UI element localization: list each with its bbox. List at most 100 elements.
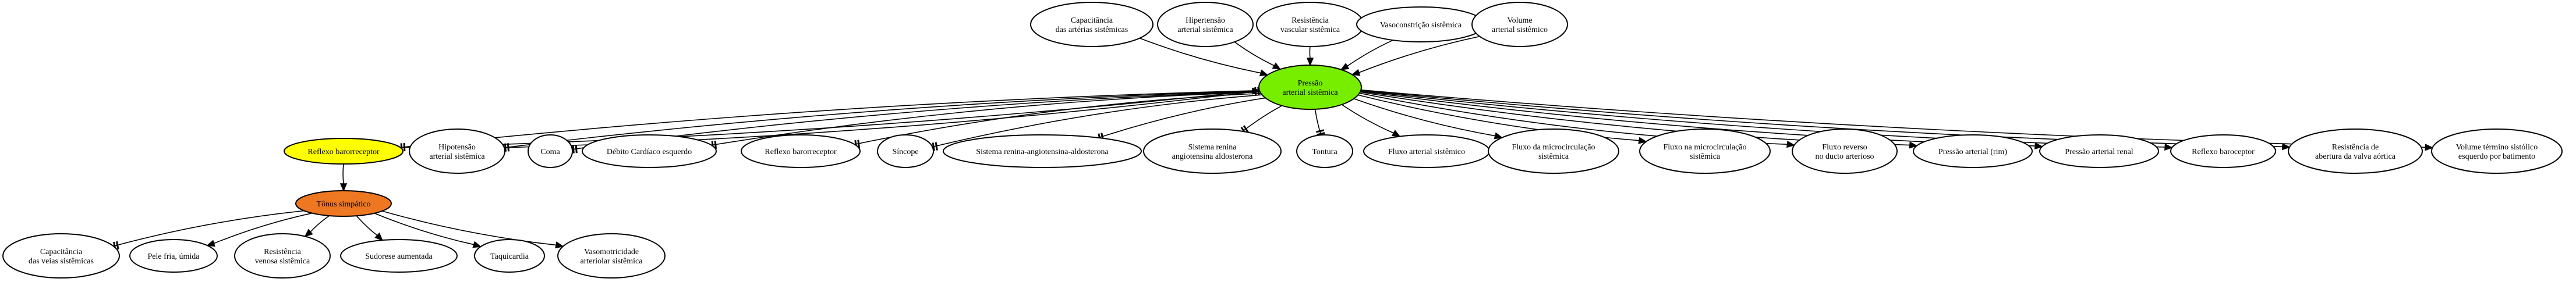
node-label: Fluxo da microcirculação — [1512, 143, 1595, 152]
node-label: Reflexo baroceptor — [2192, 148, 2255, 156]
node-ellipse — [340, 239, 458, 273]
node-label: Volume — [1507, 16, 1532, 25]
edge-tonus-to-pele — [206, 212, 313, 247]
node-label: Sistema renina — [1188, 143, 1237, 152]
edge-line — [374, 213, 475, 245]
inhibit-bar — [857, 140, 861, 148]
node-label: Síncope — [892, 148, 918, 156]
node-ellipse — [1143, 128, 1282, 174]
node-ellipse — [2170, 134, 2276, 168]
edge-pressao-to-reflexo-baroc — [1360, 90, 2174, 151]
node-reflexo-baro-w: Reflexo barorreceptor — [741, 134, 861, 168]
node-ellipse — [582, 134, 717, 168]
node-label: Volume término sistólico — [2456, 143, 2538, 152]
arrow-head — [2425, 144, 2434, 151]
node-ellipse — [877, 134, 934, 168]
node-ellipse — [409, 128, 505, 174]
node-reflexo-baroc: Reflexo baroceptor — [2170, 134, 2276, 168]
node-ellipse — [1488, 128, 1619, 174]
arrow-head — [1351, 69, 1361, 76]
node-label: Coma — [540, 148, 560, 156]
node-label: Hipotensão — [438, 143, 476, 152]
node-debito: Débito Cardíaco esquerdo — [582, 134, 717, 168]
node-label: Vasomotricidade — [584, 248, 639, 256]
edge-line — [1234, 41, 1275, 66]
edge-line — [504, 90, 1260, 148]
node-label: Tontura — [1312, 148, 1337, 156]
arrow-head — [339, 183, 348, 192]
edge-vasoconstr-to-pressao — [1340, 40, 1393, 70]
node-label: Vasoconstrição sistêmica — [1380, 21, 1462, 30]
edge-line — [711, 91, 1261, 146]
node-ellipse — [2039, 134, 2159, 168]
arrow-head — [2034, 142, 2044, 150]
inhibit-bar — [932, 142, 935, 151]
node-ellipse — [1792, 128, 1898, 174]
node-label: Tônus simpático — [317, 200, 371, 209]
inhibit-bar — [1317, 132, 1325, 136]
edge-line — [1353, 98, 1496, 137]
edge-pressao-to-sincope — [932, 94, 1262, 151]
edge-line — [342, 163, 344, 184]
node-ellipse — [557, 233, 666, 279]
node-label: Resistência de — [2332, 143, 2379, 152]
arrow-head — [1494, 132, 1503, 140]
edge-line — [1341, 104, 1394, 134]
node-label: Sudorese aumentada — [365, 252, 433, 261]
node-coma: Coma — [528, 134, 573, 168]
arrow-head — [374, 232, 384, 241]
node-label: Pele fria, úmida — [147, 252, 200, 261]
edge-line — [1139, 37, 1261, 74]
edge-line — [1314, 109, 1322, 135]
node-label: esquerdo por batimento — [2458, 152, 2535, 161]
node-label: sistêmica — [1690, 152, 1721, 161]
node-label: Sistema renina-angiotensina-aldosterona — [976, 148, 1109, 156]
arrow-head — [1786, 141, 1796, 148]
edge-line — [1098, 97, 1266, 138]
edge-tonus-to-resist-ven — [304, 215, 330, 237]
edge-line — [1347, 40, 1393, 67]
node-ellipse — [1030, 2, 1153, 47]
node-pressao-rim: Pressão arterial (rim) — [1913, 134, 2033, 168]
edge-tonus-to-vasomotric — [382, 210, 564, 249]
edge-cap-art-to-pressao — [1139, 37, 1269, 77]
node-ellipse — [741, 134, 861, 168]
edge-pressao-to-fluxo-art — [1341, 104, 1401, 137]
edge-resist-vasc-to-pressao — [1306, 46, 1314, 66]
edge-tonus-to-sudorese — [356, 215, 384, 241]
node-ellipse — [2431, 128, 2563, 174]
node-label: angiotensina aldosterona — [1172, 152, 1254, 161]
node-label: Fluxo arterial sistêmico — [1388, 148, 1465, 156]
edge-line — [310, 215, 330, 233]
node-pressao-renal: Pressão arterial renal — [2039, 134, 2159, 168]
node-label: Capacitância — [1071, 16, 1113, 25]
edge-tonus-to-taquicardia — [374, 213, 482, 248]
arrow-head — [1909, 141, 1918, 149]
node-label: arterial sistêmica — [1282, 88, 1338, 97]
node-ellipse — [1258, 65, 1362, 110]
edge-line — [382, 210, 557, 246]
edge-line — [1358, 35, 1480, 73]
node-label: arterial sistêmica — [429, 152, 485, 161]
inhibit-bar — [1243, 125, 1250, 133]
inhibit-bar — [1315, 129, 1325, 133]
node-ellipse — [1913, 134, 2033, 168]
edge-line — [400, 90, 1260, 148]
node-ellipse — [295, 190, 392, 217]
node-ellipse — [1157, 2, 1254, 47]
node-sincope: Síncope — [877, 134, 934, 168]
node-label: das artérias sistêmicas — [1056, 26, 1128, 34]
node-tontura: Tontura — [1296, 134, 1353, 168]
edge-pressao-to-sist-renina — [1240, 105, 1282, 135]
